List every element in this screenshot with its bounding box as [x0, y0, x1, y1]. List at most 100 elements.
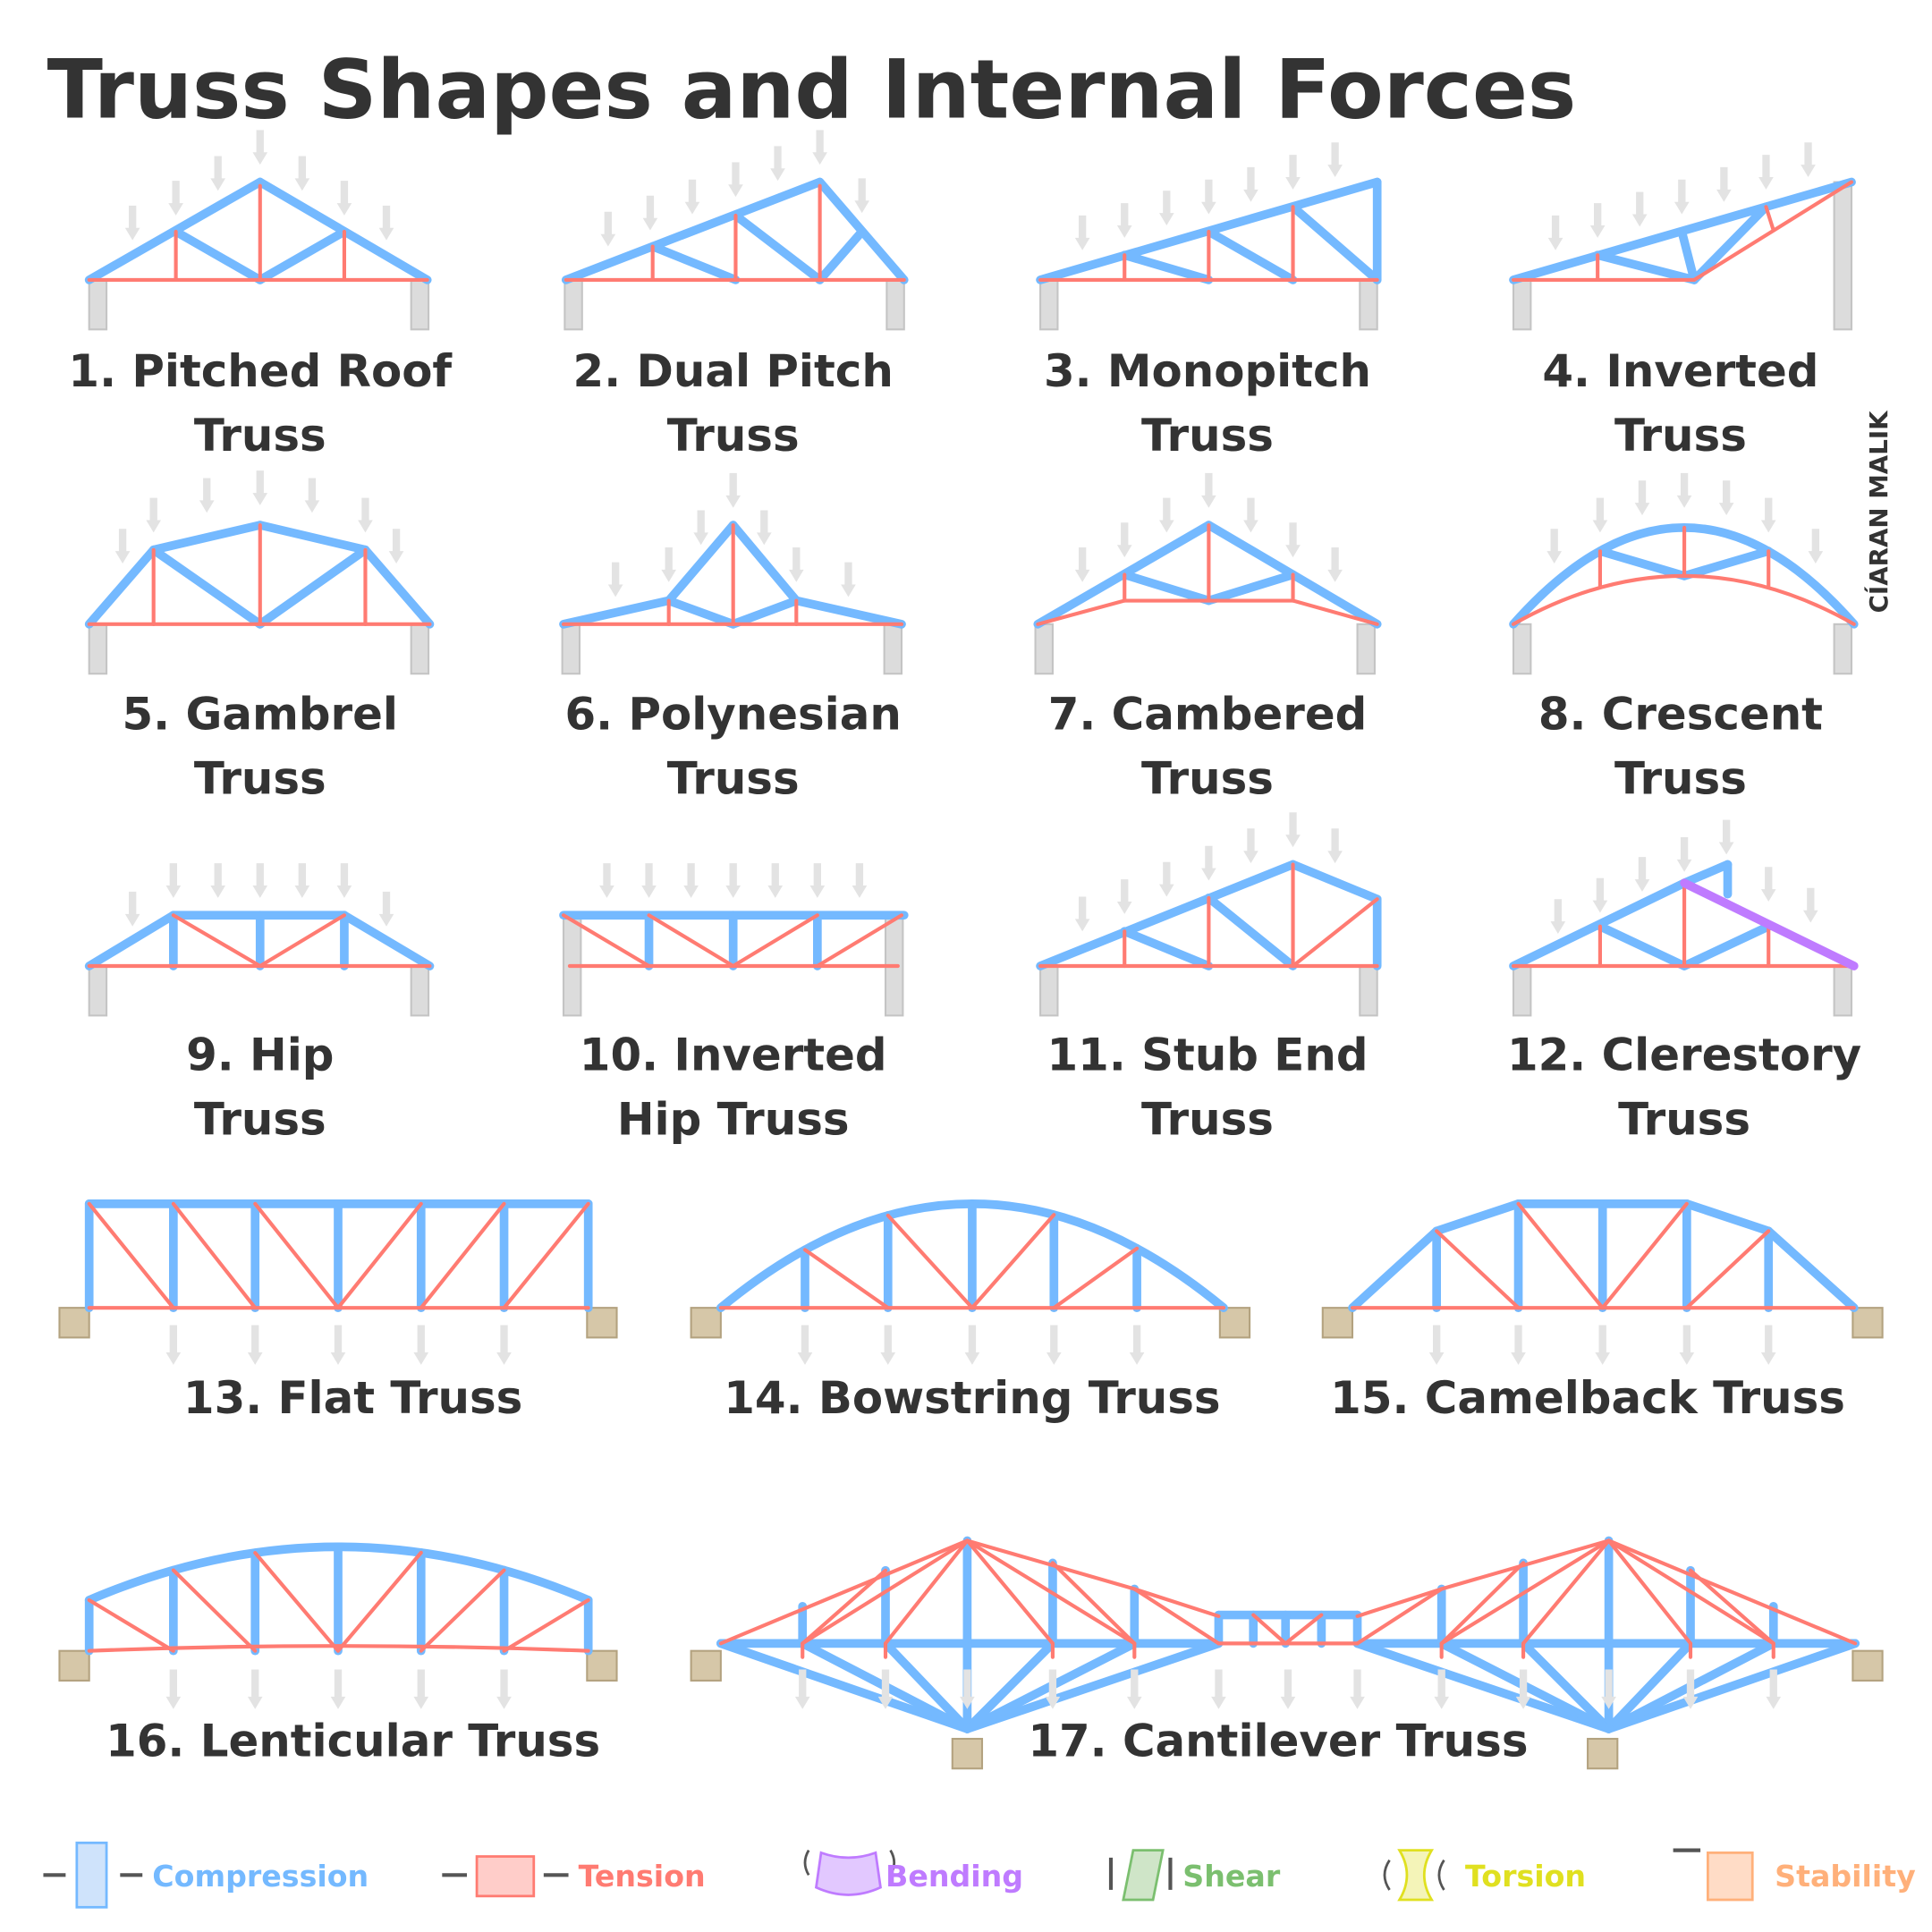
compression-member	[1120, 570, 1214, 606]
tension-member	[886, 1213, 974, 1310]
truss-4-label-line2: Truss	[1614, 410, 1747, 462]
legend-item-tension: Tension	[442, 1855, 706, 1898]
load-arrow-icon	[1116, 522, 1132, 558]
load-arrow-icon	[210, 863, 225, 898]
compression-member	[716, 1639, 972, 1733]
compression-member	[255, 545, 370, 629]
tension-member	[171, 1201, 258, 1310]
load-arrow-icon	[1243, 828, 1258, 864]
tension-icon	[442, 1855, 569, 1898]
compression-member	[1677, 227, 1699, 284]
truss-11-label-line2: Truss	[1141, 1093, 1274, 1145]
tension-member	[171, 1568, 258, 1653]
tension-member	[87, 1597, 175, 1653]
load-arrow-icon	[964, 1325, 980, 1365]
tension-member	[1132, 1587, 1221, 1646]
truss-12-drawing	[1509, 819, 1859, 1017]
truss-2-label-line1: 2. Dual Pitch	[573, 345, 894, 397]
wall-support	[1512, 623, 1532, 675]
compression-member	[1690, 202, 1771, 284]
compression-member	[716, 1199, 1228, 1312]
compression-member	[881, 1639, 972, 1733]
tension-member	[1439, 1538, 1611, 1646]
wall-support	[564, 278, 583, 331]
wall-support	[1512, 964, 1532, 1017]
shear-icon	[1108, 1849, 1173, 1902]
pad-support	[1852, 1307, 1884, 1339]
truss-1-label-line2: Truss	[194, 410, 326, 462]
tension-member	[1132, 1587, 1221, 1618]
load-arrow-icon	[684, 179, 700, 215]
load-arrow-icon	[1116, 879, 1132, 914]
legend-label: Bending	[886, 1859, 1023, 1894]
load-arrow-icon	[641, 863, 657, 898]
wall-support	[1512, 278, 1532, 331]
load-arrow-icon	[247, 1325, 263, 1365]
tension-member	[815, 913, 904, 969]
truss-16-drawing	[58, 1542, 618, 1709]
tension-member	[335, 1201, 423, 1310]
legend-label: Shear	[1182, 1859, 1281, 1894]
tension-member	[1439, 1561, 1526, 1646]
load-arrow-icon	[114, 529, 131, 564]
load-arrow-icon	[1201, 179, 1216, 215]
pad-support	[1218, 1307, 1251, 1339]
load-arrow-icon	[165, 863, 182, 898]
load-arrow-icon	[794, 1669, 810, 1709]
load-arrow-icon	[413, 1325, 429, 1365]
wall-support	[1833, 181, 1853, 331]
load-arrow-icon	[728, 162, 743, 198]
tension-member	[965, 1538, 1137, 1591]
truss-10-label-line2: Hip Truss	[617, 1093, 850, 1145]
load-arrow-icon	[809, 863, 826, 898]
compression-member	[84, 545, 158, 629]
tension-member	[1606, 1538, 1858, 1646]
truss-8-label-line2: Truss	[1614, 753, 1747, 805]
truss-5-drawing	[84, 470, 435, 675]
compression-member	[728, 596, 801, 629]
truss-4-drawing	[1509, 142, 1856, 331]
pad-support	[951, 1737, 984, 1770]
load-arrow-icon	[330, 1669, 346, 1709]
load-arrow-icon	[496, 1325, 512, 1365]
compression-member	[1596, 547, 1689, 580]
load-arrow-icon	[1634, 857, 1650, 892]
load-arrow-icon	[1634, 480, 1650, 515]
truss-15-drawing	[1321, 1199, 1884, 1365]
compression-member	[1680, 547, 1774, 580]
load-arrow-icon	[607, 562, 623, 597]
compression-member	[731, 211, 825, 284]
tension-member	[502, 1597, 590, 1653]
tension-member	[335, 1550, 423, 1653]
tension-member	[965, 1538, 1137, 1646]
load-arrow-icon	[1550, 899, 1566, 934]
compression-member	[1204, 894, 1298, 970]
load-arrow-icon	[1682, 1669, 1699, 1709]
load-arrow-icon	[496, 1669, 512, 1709]
pad-support	[1321, 1307, 1354, 1339]
compression-member	[1604, 1639, 1695, 1733]
load-arrow-icon	[1676, 837, 1692, 872]
load-arrow-icon	[1201, 845, 1216, 881]
tension-member	[1516, 1201, 1605, 1310]
load-arrow-icon	[1592, 877, 1608, 913]
author-credit: CÍARAN MALIK	[1863, 410, 1894, 614]
load-arrow-icon	[1046, 1325, 1062, 1365]
pad-support	[1587, 1737, 1619, 1770]
truss-8-drawing	[1509, 472, 1859, 675]
load-arrow-icon	[852, 863, 868, 898]
load-arrow-icon	[880, 1325, 896, 1365]
load-arrow-icon	[124, 891, 140, 927]
load-arrow-icon	[1428, 1325, 1445, 1365]
truss-1-drawing	[84, 130, 432, 331]
load-arrow-icon	[1718, 480, 1734, 515]
bending-member	[1680, 878, 1859, 970]
load-arrow-icon	[146, 497, 161, 533]
compression-member	[1288, 860, 1382, 904]
wall-support	[410, 964, 430, 1017]
legend-label: Tension	[579, 1859, 706, 1894]
tension-member	[1606, 1538, 1693, 1646]
truss-14-drawing	[690, 1199, 1251, 1365]
wall-support	[1356, 623, 1376, 675]
truss-3-label-line1: 3. Monopitch	[1044, 345, 1371, 397]
